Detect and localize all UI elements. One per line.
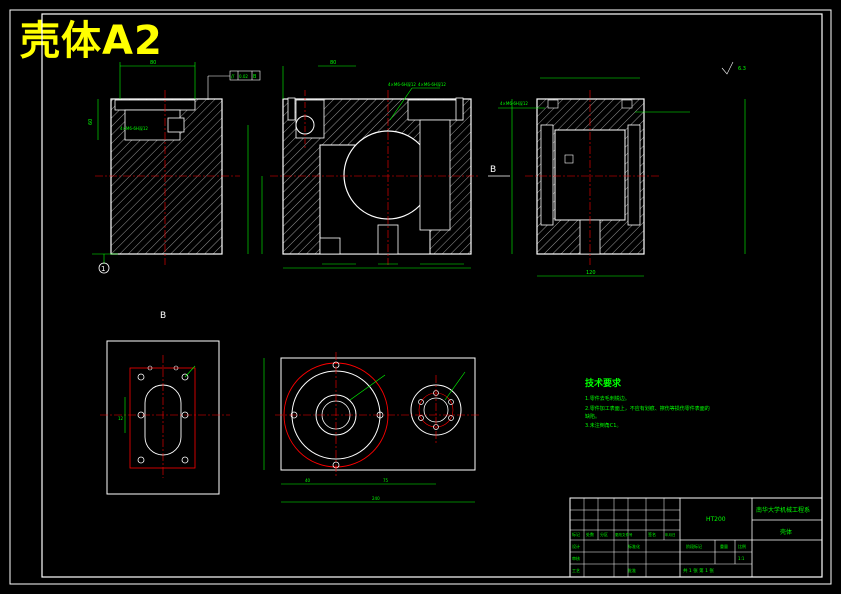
dim-top-width: 80 [150, 60, 156, 66]
inner-frame [41, 13, 823, 578]
dim-view3-width: 120 [586, 270, 596, 276]
tech-req-item-1: 1.零件去毛刺锐边。 [585, 395, 630, 402]
roughness-symbol [721, 61, 734, 75]
count-label: 处数 [586, 531, 594, 537]
weight-label: 重量 [720, 543, 728, 549]
designer-label: 设计 [572, 543, 580, 549]
hole-callout-3: 4×M6-6H深12 [388, 81, 416, 87]
approve-label: 批准 [628, 567, 636, 573]
dim-plan-mid: 75 [383, 478, 389, 483]
hole-callout-1: 4×M6-6H深12 [120, 125, 148, 131]
outer-border [9, 9, 832, 585]
plan-view [263, 352, 480, 503]
dim-plan-left: 40 [305, 478, 311, 483]
scale-label: 比例 [738, 543, 746, 549]
view-b-label: B [160, 311, 166, 321]
roughness-value: 6.3 [738, 66, 746, 72]
zone-label: 分区 [600, 531, 608, 537]
part-name: 壳体 [780, 528, 792, 536]
tech-req-title: 技术要求 [585, 377, 622, 389]
tolerance-symbol: // [231, 74, 235, 80]
dim-view1-height: 60 [88, 119, 94, 125]
front-section-view [247, 65, 480, 269]
drawing-title: 壳体A2 [20, 18, 163, 64]
tolerance-datum: B [253, 74, 257, 80]
tolerance-frame [207, 70, 261, 100]
hole-callout-4: 4×M6-6H深12 [500, 100, 528, 106]
checker-label: 审核 [572, 555, 580, 561]
dim-plan-total: 240 [372, 496, 380, 501]
dim-view2-top: 80 [330, 60, 336, 66]
section-label-b: B [490, 165, 496, 175]
tech-req-item-3: 缺陷。 [585, 413, 600, 420]
school-name: 南华大学机械工程系 [756, 506, 810, 514]
view-b [100, 340, 230, 495]
datum-circle [98, 262, 110, 274]
date-label: 年月日 [665, 532, 676, 537]
process-label: 工艺 [572, 568, 580, 573]
sheet-info: 共 1 张 第 1 张 [683, 567, 714, 574]
tech-req-item-4: 3.未注倒角C1。 [585, 422, 621, 429]
scale-value: 1:1 [738, 556, 745, 561]
dim-slot-width: 12 [118, 416, 124, 421]
standard-label: 标准化 [628, 543, 640, 549]
title-block [569, 497, 823, 578]
part-code: HT200 [706, 516, 726, 523]
sign-label: 签名 [648, 531, 656, 537]
tolerance-value: 0.02 [239, 74, 248, 79]
doc-label: 更改文件号 [615, 532, 633, 537]
hole-callout-2: 4×M6-6H深12 [418, 81, 446, 87]
datum-label: 1 [101, 265, 105, 273]
side-view-left [92, 62, 240, 265]
stage-label: 阶段标记 [686, 543, 702, 549]
tech-req-item-2: 2.零件加工表面上，不应有划痕、擦伤等损伤零件表面的 [585, 405, 710, 412]
mark-label: 标记 [572, 531, 580, 537]
side-view-right [498, 77, 746, 277]
